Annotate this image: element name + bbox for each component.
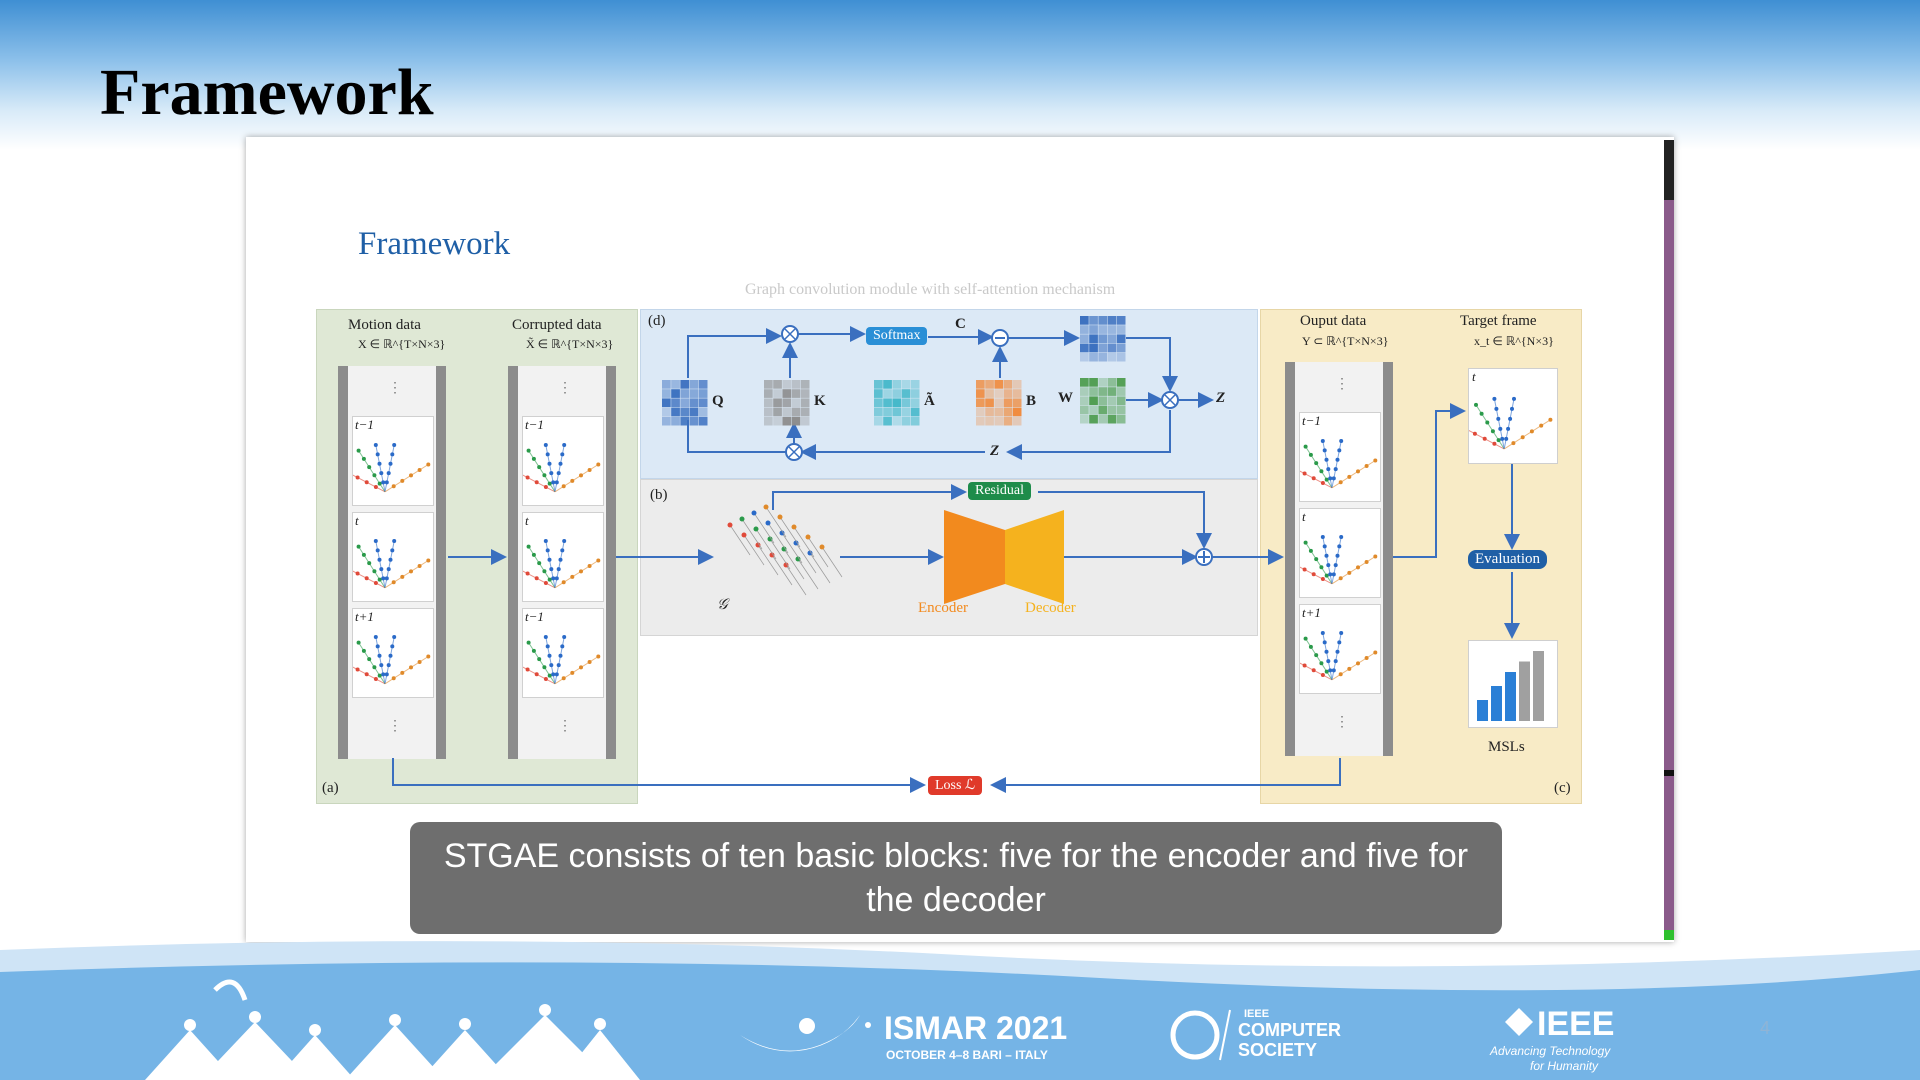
c-label: C (955, 316, 966, 332)
target-frame-title: Target frame (1460, 313, 1537, 329)
motion-ellipsis-bottom: ⋮ (388, 719, 402, 734)
graph-label: 𝒢 (717, 597, 728, 613)
caption-line-1: STGAE consists of ten basic blocks: five… (443, 837, 1469, 875)
decoder-label: Decoder (1025, 600, 1076, 616)
target-frame-sub: x_t ∈ ℝ^{N×3} (1474, 334, 1554, 348)
corrupted-frame: t (507, 512, 604, 602)
output-film-strip: ⋮ t−1 t t+1 ⋮ (1284, 362, 1393, 756)
ismar-subtitle: OCTOBER 4–8 BARI – ITALY (886, 1048, 1048, 1062)
corrupted-data-sub: X̃ ∈ ℝ^{T×N×3} (526, 337, 614, 351)
figure-faint-title: Graph convolution module with self-atten… (745, 281, 1116, 298)
output-ellipsis-top: ⋮ (1335, 377, 1349, 392)
cs-computer-text: COMPUTER (1238, 1020, 1341, 1040)
ieee-tagline-1: Advancing Technology (1490, 1044, 1611, 1058)
motion-data-title: Motion data (348, 317, 421, 333)
motion-film-strip: ⋮ t−1 t t+1 ⋮ (337, 366, 446, 759)
msl-chart-cell (1468, 640, 1558, 728)
motion-data-sub: X ∈ ℝ^{T×N×3} (358, 337, 446, 351)
encoder-label: Encoder (918, 600, 968, 616)
phi-inv-label: Φ⁻¹ (1026, 545, 1050, 561)
motion-frame: t (337, 512, 434, 602)
corrupted-film-strip: ⋮ t−1 t t−1 ⋮ (507, 366, 616, 759)
b-label: B (1026, 393, 1037, 409)
skeleton-icon (1284, 439, 1378, 489)
ieee-wordmark: IEEE (1537, 1005, 1615, 1043)
figure-inner-title: Framework (358, 226, 511, 262)
residual-box: Residual (968, 482, 1031, 500)
panel-a-label: (a) (322, 780, 339, 796)
k-label: K (814, 393, 826, 409)
w-label: W (1058, 390, 1073, 406)
q-label: Q (712, 393, 724, 409)
video-caption: STGAE consists of ten basic blocks: five… (410, 822, 1502, 934)
motion-frame: t−1 (337, 416, 434, 506)
softmax-box: Softmax (866, 327, 928, 345)
scroll-strip (1664, 140, 1674, 940)
msls-label: MSLs (1488, 739, 1525, 755)
trulli-silhouette-icon (145, 979, 640, 1080)
footer-banner (0, 941, 1920, 1080)
corrupted-data-title: Corrupted data (512, 317, 602, 333)
z-out-label: Z (1216, 390, 1226, 406)
bar-chart-icon (1477, 651, 1544, 721)
skeleton-icon (1284, 631, 1378, 681)
panel-c-label: (c) (1554, 780, 1571, 796)
cs-ieee-text: IEEE (1244, 1008, 1270, 1020)
corrupted-frame: t−1 (507, 416, 604, 506)
skeleton-icon (507, 443, 601, 493)
corrupted-ellipsis-bottom: ⋮ (558, 719, 572, 734)
z-in-label: Z (990, 443, 1000, 459)
page-number: 4 (1760, 1018, 1771, 1038)
ieee-tagline-2: for Humanity (1530, 1059, 1599, 1073)
ismar-title: ISMAR 2021 (884, 1010, 1068, 1046)
a-label: Ã (924, 393, 935, 409)
motion-frame: t+1 (337, 608, 434, 698)
output-frame: t (1284, 508, 1381, 598)
loss-box: Loss ℒ (928, 776, 983, 795)
phi-label: Φ (964, 543, 975, 559)
target-frame-cell: t (1453, 368, 1558, 464)
slide-title: Framework (100, 56, 434, 129)
cs-society-text: SOCIETY (1238, 1040, 1318, 1060)
computer-society-logo-icon (1170, 1010, 1220, 1060)
output-frame: t+1 (1284, 604, 1381, 694)
corrupted-ellipsis-top: ⋮ (558, 381, 572, 396)
skeleton-icon (337, 635, 431, 685)
skeleton-icon (337, 539, 431, 589)
panel-b-label: (b) (650, 487, 668, 503)
ieee-diamond-icon (1505, 1008, 1533, 1036)
corrupted-frame: t−1 (507, 608, 604, 698)
skeleton-icon (507, 539, 601, 589)
output-data-title: Ouput data (1300, 313, 1367, 329)
panel-d-label: (d) (648, 313, 666, 329)
skeleton-icon (1453, 396, 1553, 450)
output-data-sub: Y ⊂ ℝ^{T×N×3} (1302, 334, 1389, 348)
skeleton-icon (1284, 535, 1378, 585)
output-frame: t−1 (1284, 412, 1381, 502)
caption-line-2: the decoder (866, 881, 1046, 919)
motion-ellipsis-top: ⋮ (388, 381, 402, 396)
evaluation-box: Evaluation (1468, 550, 1547, 569)
panel-d-attention (640, 309, 1258, 479)
output-ellipsis-bottom: ⋮ (1335, 715, 1349, 730)
